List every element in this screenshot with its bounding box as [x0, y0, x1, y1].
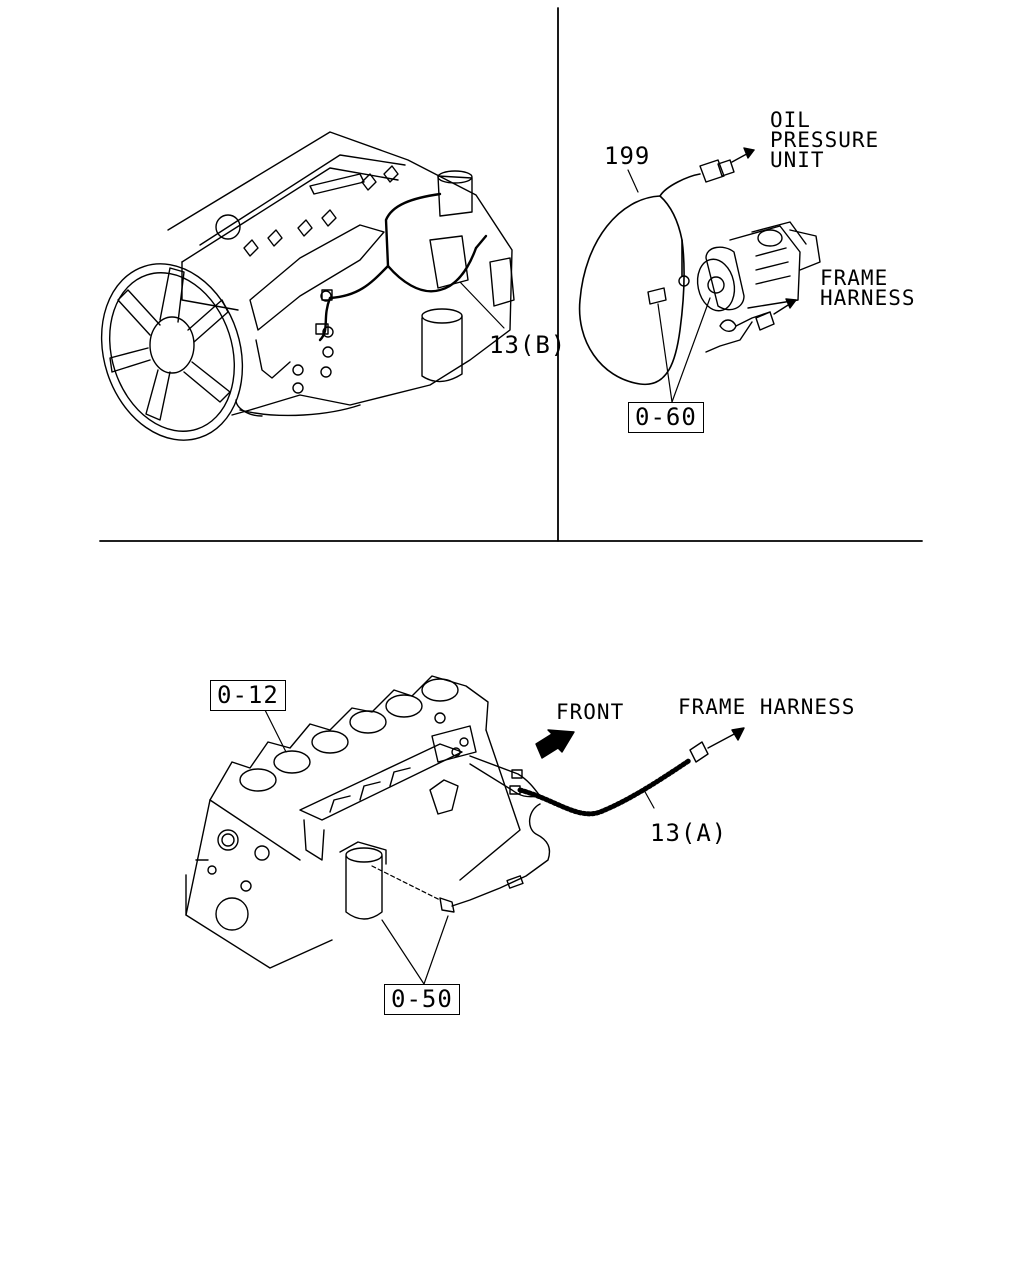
cylinder-block-drawing: [185, 675, 745, 985]
engine-assembly-drawing: [100, 131, 515, 441]
harness-13a: [517, 757, 693, 817]
harness-199-loop: [578, 195, 685, 386]
front-arrow: [535, 729, 575, 759]
frame-harness-top-label-line1: FRAME: [820, 266, 889, 290]
ref-box-0-12: 0-12: [210, 680, 286, 711]
frame-harness-top-label-line2: HARNESS: [820, 286, 916, 310]
frame-harness-bottom-label: FRAME HARNESS: [678, 695, 856, 719]
oil-pressure-unit-label-line3: UNIT: [770, 148, 825, 172]
oil-pressure-unit-label-line2: PRESSURE: [770, 128, 880, 152]
cooling-fan: [100, 263, 244, 441]
callout-199-label: 199: [604, 142, 651, 170]
ref-box-0-50: 0-50: [384, 984, 460, 1015]
callout-13b-label: 13(B): [489, 331, 567, 359]
oil-pressure-unit-label-line1: OIL: [770, 108, 811, 132]
front-label: FRONT: [556, 700, 625, 724]
ref-box-0-60: 0-60: [628, 402, 704, 433]
callout-13a-label: 13(A): [650, 819, 728, 847]
panel-dividers: [99, 7, 923, 542]
starter-harness-drawing: [578, 147, 821, 403]
